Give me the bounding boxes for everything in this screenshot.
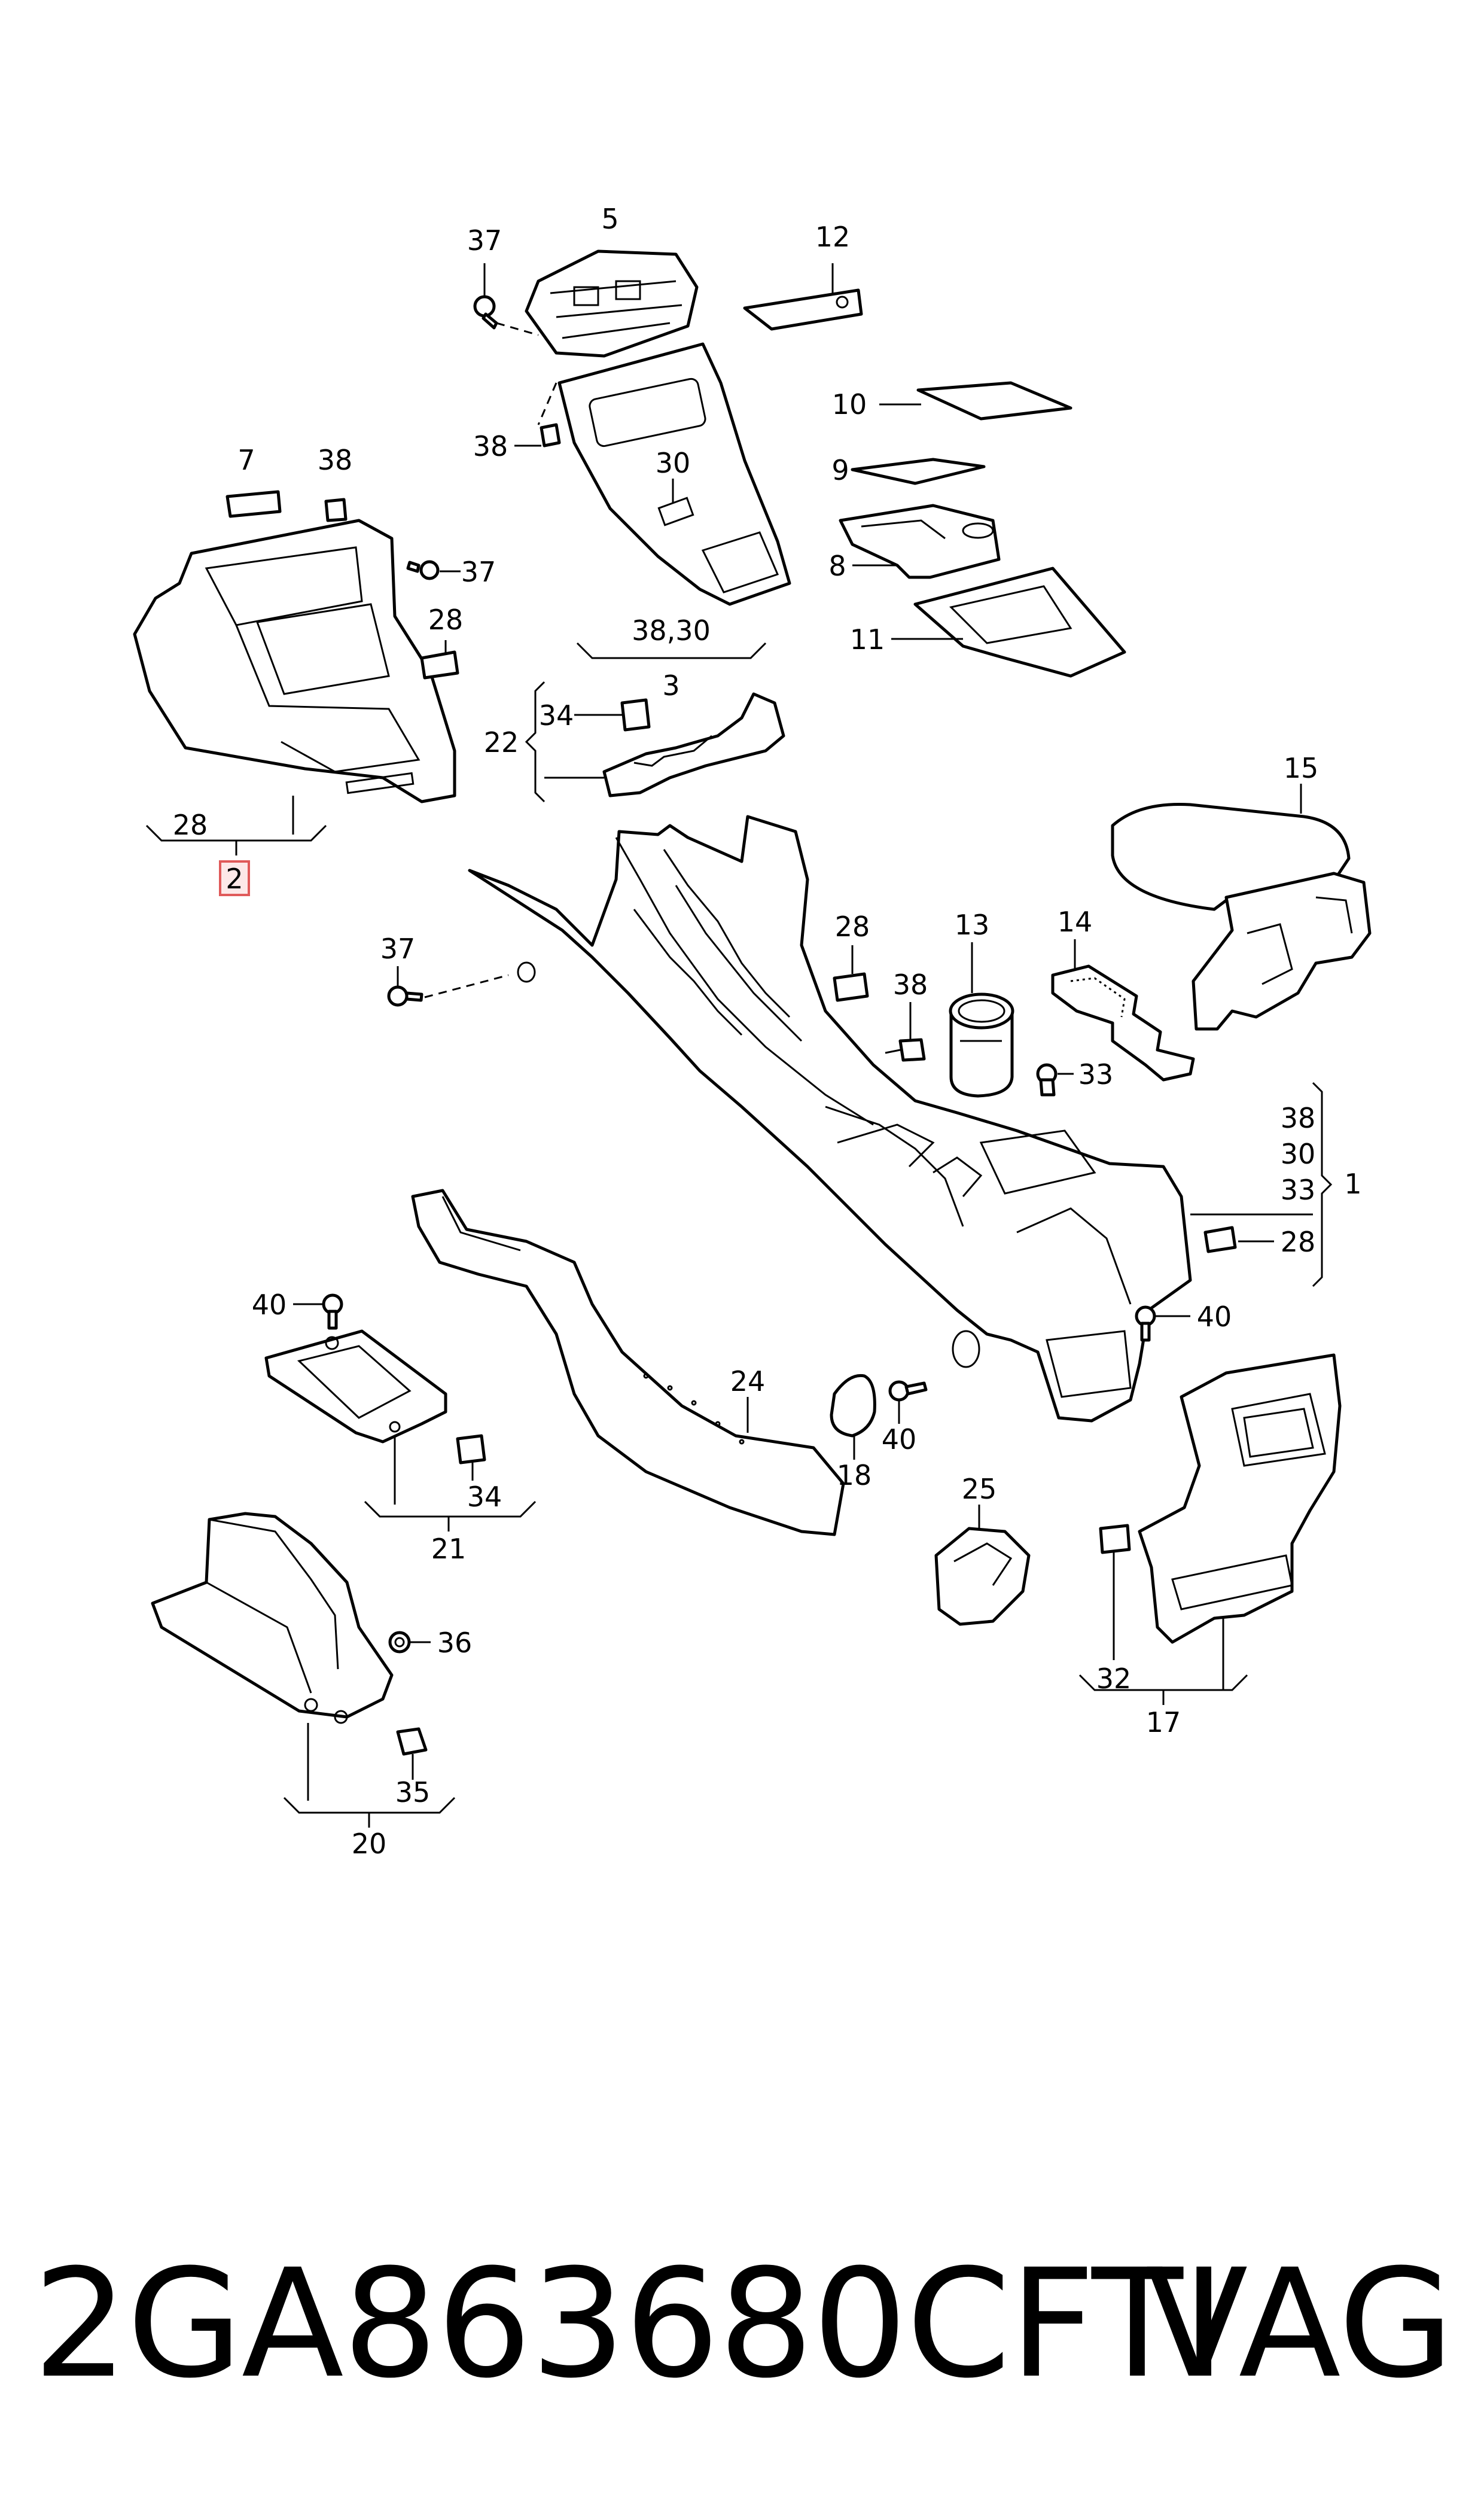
- exploded-parts-diagram: 37 5 12 38 10 9 30 8 11 38,30 3 7 38 37 …: [133, 203, 1372, 1860]
- callout-33: 33: [1078, 1058, 1114, 1091]
- part-38-clip-mid: [898, 1038, 926, 1062]
- callout-8: 8: [828, 550, 846, 582]
- callout-38-mid: 38: [893, 969, 928, 1001]
- callout-37-left: 37: [461, 556, 496, 588]
- part-13-cup-insert: [949, 992, 1014, 1098]
- callout-24: 24: [730, 1365, 766, 1397]
- callout-40-left: 40: [252, 1289, 287, 1321]
- part-34-clip-top: [620, 698, 651, 732]
- part-28-clip-left: [420, 650, 459, 680]
- part-11-trim-frame: [913, 567, 1126, 678]
- part-28-clip-mid: [833, 972, 869, 1002]
- part-14-mat: [1051, 964, 1195, 1082]
- callout-17: 17: [1146, 1706, 1181, 1738]
- part-2-side-panel: [133, 519, 456, 803]
- callout-28-mid: 28: [835, 911, 870, 943]
- callout-28-left: 28: [428, 604, 464, 636]
- part-21-bracket: [264, 1329, 447, 1444]
- part-20-storage-box: [151, 1512, 394, 1724]
- part-34-clip-low: [456, 1434, 486, 1464]
- part-37-screw-left: [406, 560, 440, 580]
- part-40-screw-left: [322, 1293, 343, 1330]
- part-3-front-trim-panel: [557, 342, 791, 606]
- part-8-storage-tray: [839, 504, 1001, 579]
- callout-33-group: 33: [1281, 1174, 1316, 1206]
- part-24-air-duct: [411, 1189, 845, 1536]
- callout-20: 20: [352, 1828, 387, 1860]
- part-35-clip: [396, 1727, 428, 1756]
- callout-12: 12: [815, 221, 851, 253]
- callout-30: 30: [656, 447, 691, 479]
- callout-13: 13: [955, 909, 990, 941]
- callout-35: 35: [395, 1776, 431, 1808]
- part-17-rear-panel: [1138, 1353, 1342, 1644]
- callout-1: 1: [1344, 1168, 1361, 1200]
- callout-40-right: 40: [1197, 1301, 1232, 1333]
- part-40-screw-mid: [888, 1380, 928, 1402]
- part-1-console-carrier: [468, 815, 1192, 1423]
- callout-7: 7: [237, 444, 255, 476]
- callout-10: 10: [832, 388, 867, 421]
- part-25-bezel: [934, 1527, 1031, 1626]
- part-15-armrest: [1111, 802, 1372, 1031]
- callout-14: 14: [1058, 906, 1093, 938]
- callout-18: 18: [837, 1459, 872, 1491]
- callout-37: 37: [467, 224, 502, 257]
- callout-3: 3: [662, 669, 679, 702]
- callout-30-group: 30: [1281, 1138, 1316, 1170]
- part-38-clip-left: [324, 498, 348, 522]
- callout-9: 9: [831, 454, 849, 486]
- callout-22: 22: [484, 726, 519, 759]
- brand-label: VAG: [1145, 2237, 1454, 2411]
- part-9-insert: [851, 458, 986, 485]
- callout-38-left: 38: [318, 444, 353, 476]
- part-22-bracket: [602, 692, 785, 797]
- highlight-box-2: [219, 860, 250, 896]
- callout-2: 2: [226, 863, 243, 895]
- callout-38-30: 38,30: [632, 614, 711, 647]
- part-7-button: [226, 490, 282, 518]
- part-33-pin: [1036, 1063, 1058, 1097]
- callout-36: 36: [437, 1627, 473, 1659]
- part-28-clip-right: [1203, 1226, 1237, 1253]
- callout-25: 25: [962, 1473, 997, 1505]
- callout-5: 5: [601, 203, 618, 235]
- callout-15: 15: [1284, 752, 1319, 784]
- part-38-clip-top: [540, 423, 561, 447]
- callout-11: 11: [850, 623, 885, 656]
- callout-34-low: 34: [467, 1481, 502, 1513]
- callout-38-group: 38: [1281, 1102, 1316, 1134]
- part-32-clip: [1099, 1524, 1131, 1554]
- part-12-trim-strip: [743, 288, 863, 331]
- callout-28-right: 28: [1281, 1226, 1316, 1258]
- part-5-control-unit: [525, 249, 699, 358]
- part-40-screw-right: [1135, 1305, 1156, 1342]
- part-number: 2GA863680CFTI: [33, 2237, 1226, 2411]
- callout-34: 34: [539, 699, 574, 732]
- part-37-screw-mid: [387, 985, 423, 1007]
- part-36-nut: [388, 1631, 411, 1654]
- callout-37-mid: 37: [380, 933, 416, 965]
- part-37-screw-top: [473, 295, 498, 330]
- callout-28-panel: 28: [173, 809, 208, 841]
- callout-40-mid: 40: [882, 1423, 917, 1456]
- callout-32: 32: [1096, 1663, 1132, 1695]
- callout-21: 21: [431, 1533, 467, 1565]
- part-18-cover-cap: [830, 1374, 876, 1438]
- callout-38: 38: [473, 430, 508, 462]
- part-10-mat: [916, 381, 1072, 421]
